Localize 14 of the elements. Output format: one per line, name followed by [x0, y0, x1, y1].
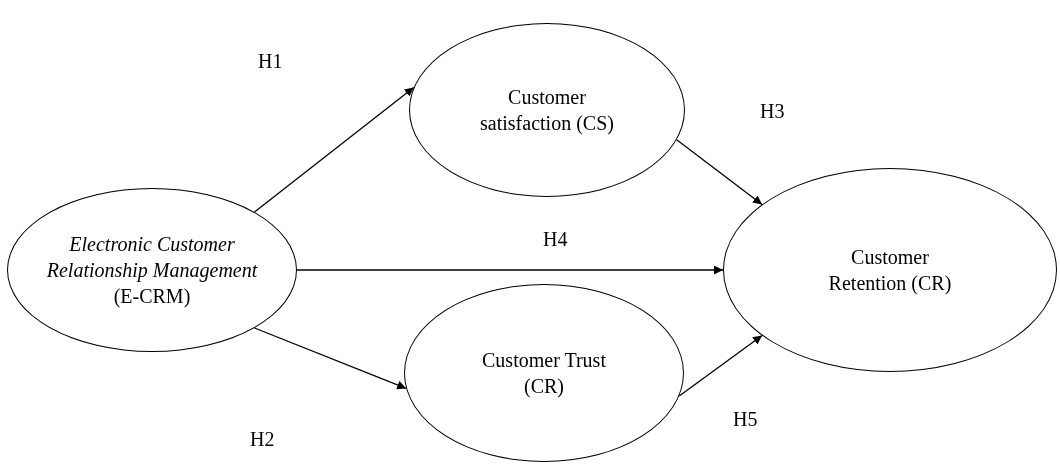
node-label: Customer Retention (CR)	[827, 245, 953, 296]
edge-label: H3	[760, 100, 785, 123]
node-label: Customer Trust (CR)	[481, 348, 607, 399]
arrow	[253, 327, 407, 390]
node-label: Electronic Customer Relationship Management (E-CRM)	[45, 232, 259, 309]
edge-label: H4	[543, 228, 568, 251]
node-label: Customer satisfaction (CS)	[479, 85, 615, 136]
edge-label: H2	[250, 428, 275, 451]
arrow	[676, 139, 763, 206]
edge-label: H5	[733, 408, 758, 431]
arrow	[296, 265, 724, 275]
arrow	[678, 334, 763, 397]
arrow	[253, 86, 415, 213]
edge-label: H1	[258, 50, 283, 73]
